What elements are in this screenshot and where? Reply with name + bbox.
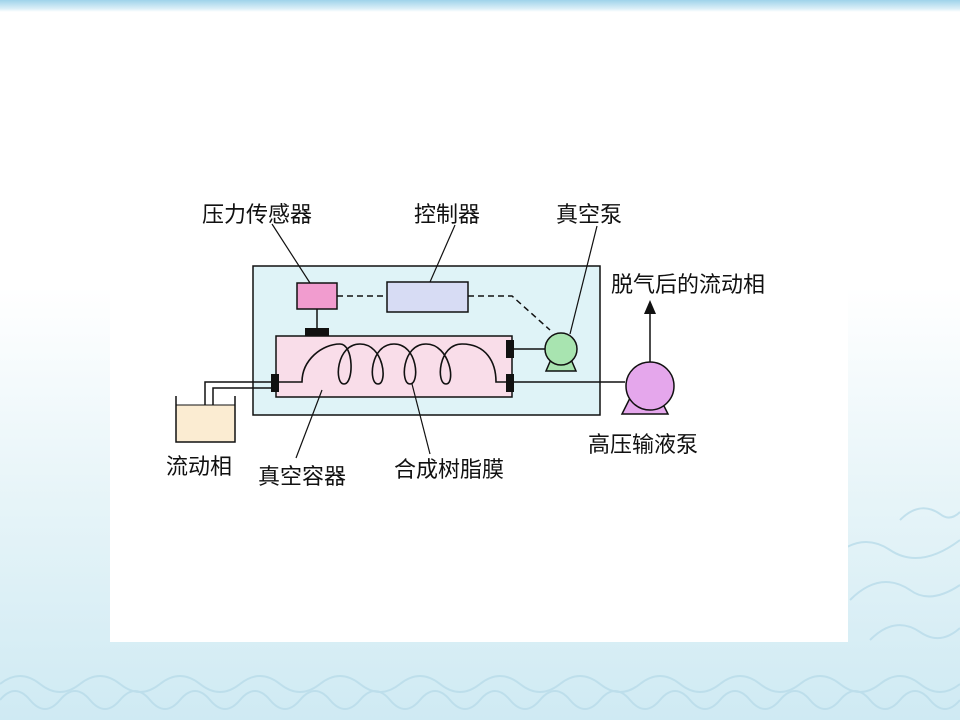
top-gradient-band [0,0,960,12]
vacuum-pump-icon [544,332,578,366]
label-vacuum-pump: 真空泵 [556,203,622,228]
label-high-pressure-pump: 高压输液泵 [588,433,698,458]
degassing-diagram: 压力传感器 控制器 真空泵 脱气后的流动相 流动相 真空容器 合成树脂膜 高压输… [166,203,765,490]
label-degassed-mobile-phase: 脱气后的流动相 [611,273,765,298]
label-pressure-sensor: 压力传感器 [202,203,312,228]
sensor-connector [305,328,329,336]
label-mobile-phase: 流动相 [166,455,232,480]
label-controller: 控制器 [414,203,480,228]
pressure-sensor-box [296,282,338,310]
outflow-arrow [644,300,656,314]
label-vacuum-chamber: 真空容器 [258,465,346,490]
vacuum-chamber [275,335,513,398]
reservoir-liquid [176,405,235,442]
resin-membrane-coil [276,343,512,385]
label-resin-membrane: 合成树脂膜 [394,458,504,483]
mobile-phase-reservoir [175,396,236,443]
high-pressure-pump-icon [625,361,675,411]
controller-box [386,281,469,313]
